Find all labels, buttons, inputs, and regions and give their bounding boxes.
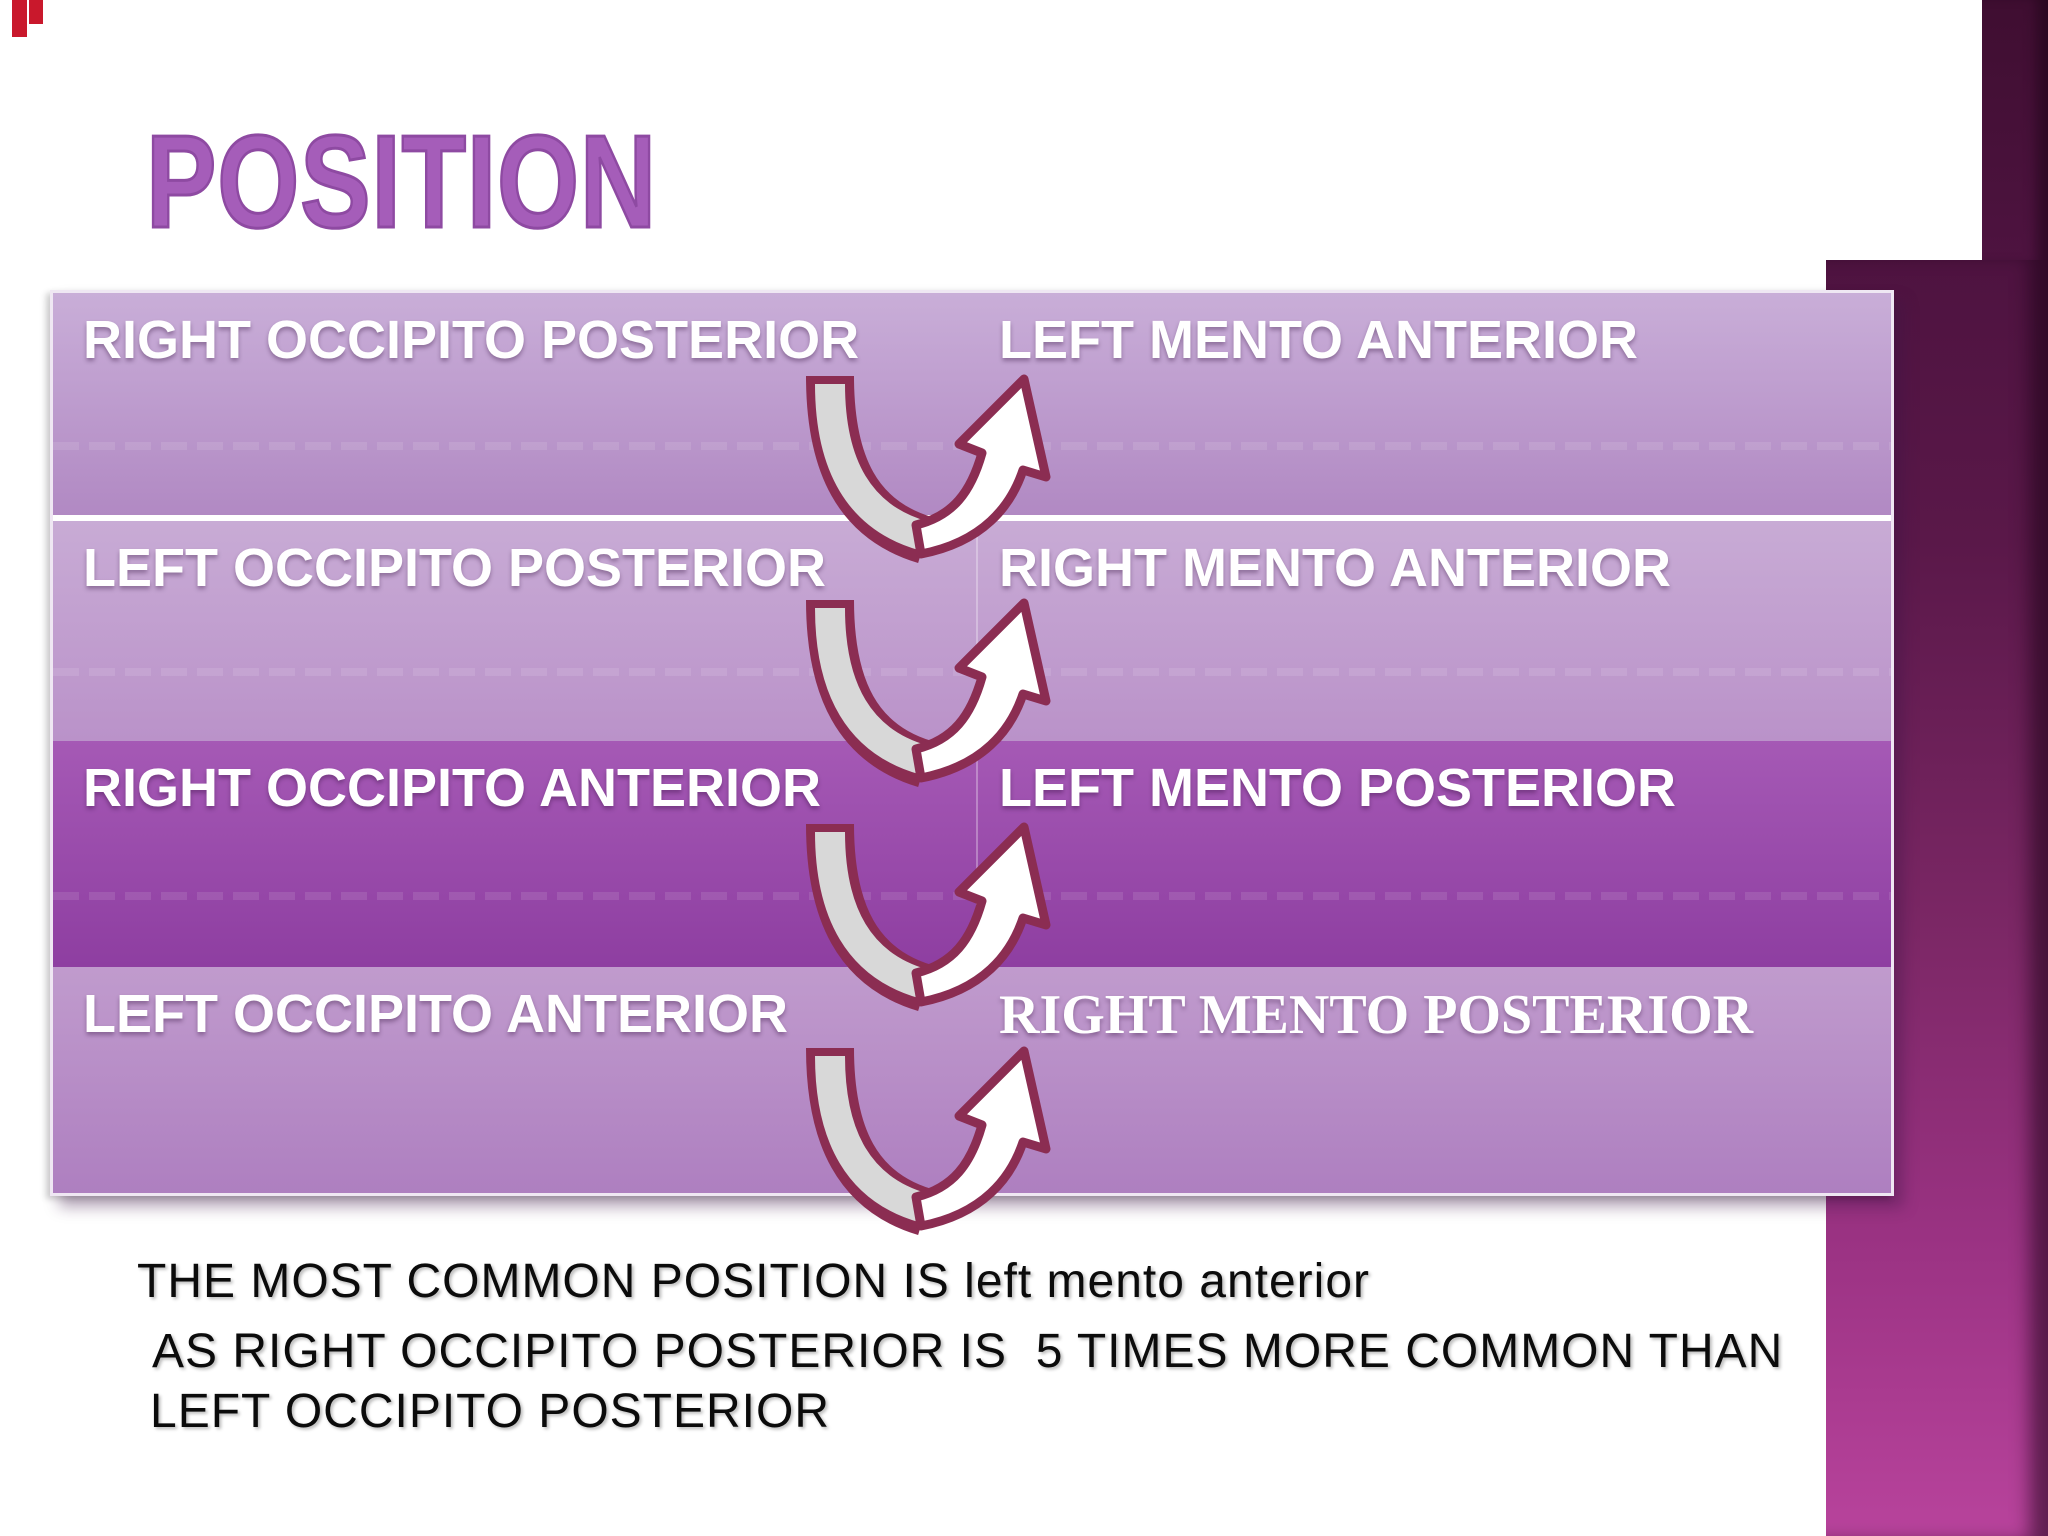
u-turn-arrow-icon <box>773 370 1058 565</box>
table-row: RIGHT OCCIPITO POSTERIOR LEFT MENTO ANTE… <box>53 293 1891 515</box>
u-turn-arrow-icon <box>773 818 1058 1013</box>
occipito-position-label: LEFT OCCIPITO POSTERIOR <box>83 538 827 598</box>
u-turn-arrow-icon <box>773 594 1058 789</box>
mento-position-label: LEFT MENTO POSTERIOR <box>999 758 1677 818</box>
occipito-position-label: RIGHT OCCIPITO ANTERIOR <box>83 758 822 818</box>
mento-position-label: LEFT MENTO ANTERIOR <box>999 310 1638 370</box>
note-line: THE MOST COMMON POSITION IS left mento a… <box>137 1255 1371 1308</box>
occipito-position-label: LEFT OCCIPITO ANTERIOR <box>83 984 789 1044</box>
note-line: LEFT OCCIPITO POSTERIOR <box>150 1385 830 1438</box>
slide-title: POSITION <box>145 108 658 255</box>
right-accent-bar-top <box>1982 0 2048 262</box>
corner-red-mark <box>12 0 27 37</box>
u-turn-arrow-icon <box>773 1042 1058 1237</box>
occipito-position-label: RIGHT OCCIPITO POSTERIOR <box>83 310 860 370</box>
corner-red-mark <box>29 0 43 24</box>
mento-position-label: RIGHT MENTO POSTERIOR <box>999 984 1754 1046</box>
note-line: AS RIGHT OCCIPITO POSTERIOR IS 5 TIMES M… <box>152 1325 1784 1378</box>
mento-position-label: RIGHT MENTO ANTERIOR <box>999 538 1671 598</box>
